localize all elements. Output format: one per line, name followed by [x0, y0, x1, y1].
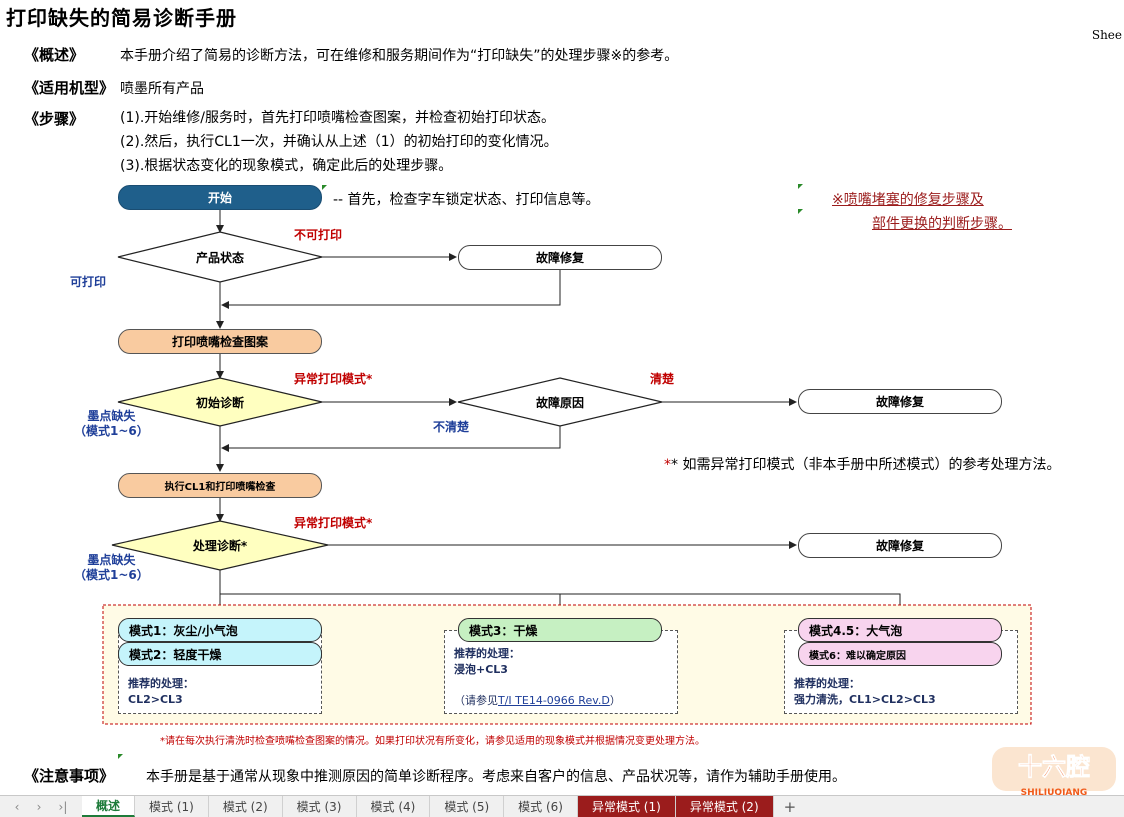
abnormal-pattern-label-2: 异常打印模式*: [294, 516, 373, 530]
add-sheet-icon[interactable]: +: [783, 797, 797, 816]
start-node: 开始: [118, 185, 322, 210]
start-note: -- 首先，检查字车锁定状态、打印信息等。: [333, 192, 600, 208]
mode-group-3-rec: 推荐的处理： 强力清洗，CL1>CL2>CL3: [794, 677, 936, 706]
steps-label: 《步骤》: [24, 110, 85, 128]
dot-missing-label-2: 墨点缺失 （模式1~6）: [74, 553, 149, 582]
logo-text-en: SHILIUQIANG: [1021, 788, 1088, 798]
tab-next-icon[interactable]: ›: [36, 799, 42, 814]
process-diag-label: 处理诊断*: [192, 539, 248, 553]
repair-node-2: 故障修复: [798, 389, 1002, 414]
cause-label: 故障原因: [535, 396, 584, 410]
mode-group-2-rec: 推荐的处理： 浸泡+CL3: [454, 647, 520, 676]
side-note: ※喷嘴堵塞的修复步骤及 部件更换的判断步骤。: [832, 189, 1012, 233]
repair-node-3: 故障修复: [798, 533, 1002, 558]
steps-list: (1).开始维修/服务时，首先打印喷嘴检查图案，并检查初始打印状态。 (2).然…: [120, 106, 558, 178]
tab-navigation: ‹ › ›|: [0, 796, 82, 817]
run-cl1-node: 执行CL1和打印喷嘴检查: [118, 473, 322, 498]
initial-diag-diamond: [117, 377, 323, 427]
tab-mode-5[interactable]: 模式 (5): [430, 796, 505, 817]
tab-mode-4[interactable]: 模式 (4): [357, 796, 431, 817]
models-label: 《适用机型》: [24, 79, 115, 97]
page-title: 打印缺失的简易诊断手册: [6, 6, 237, 30]
tab-abnormal-2[interactable]: 异常模式 (2): [675, 796, 774, 817]
tab-mode-1[interactable]: 模式 (1): [135, 796, 209, 817]
unclear-label: 不清楚: [433, 420, 470, 434]
step-item: (3).根据状态变化的现象模式，确定此后的处理步骤。: [120, 158, 453, 174]
tab-mode-2[interactable]: 模式 (2): [209, 796, 283, 817]
logo-text-cn: 十六腔: [1018, 753, 1090, 781]
abnormal-pattern-label-1: 异常打印模式*: [294, 372, 373, 386]
mode-45-pill: 模式4.5：大气泡: [798, 618, 1002, 642]
overview-text: 本手册介绍了简易的诊断方法，可在维修和服务期间作为“打印缺失”的处理步骤※的参考…: [120, 48, 679, 64]
cannot-print-label: 不可打印: [294, 228, 343, 242]
clear-label: 清楚: [650, 372, 675, 386]
mode-group-1-rec: 推荐的处理： CL2>CL3: [128, 677, 194, 706]
footnote: *请在每次执行清洗时检查喷嘴检查图案的情况。如果打印状况有所变化，请参见适用的现…: [160, 736, 705, 747]
logo-icon: 十六腔 SHILIUQIANG: [992, 747, 1116, 798]
mode-6-pill: 模式6：难以确定原因: [798, 642, 1002, 666]
overview-label: 《概述》: [24, 46, 85, 64]
tab-last-icon[interactable]: ›|: [58, 799, 68, 814]
tab-mode-6[interactable]: 模式 (6): [504, 796, 578, 817]
shiliuqiang-logo: 十六腔 SHILIUQIANG: [990, 745, 1118, 801]
notes-label: 《注意事项》: [24, 767, 115, 785]
step-item: (2).然后，执行CL1一次，并确认从上述（1）的初始打印的变化情况。: [120, 134, 558, 150]
step-item: (1).开始维修/服务时，首先打印喷嘴检查图案，并检查初始打印状态。: [120, 110, 555, 126]
tab-prev-icon[interactable]: ‹: [14, 799, 20, 814]
sheet-label: Shee: [1091, 28, 1122, 42]
mode-2-pill: 模式2：轻度干燥: [118, 642, 322, 666]
initial-diag-label: 初始诊断: [195, 396, 244, 410]
mode-1-pill: 模式1：灰尘/小气泡: [118, 618, 322, 642]
asterisk-note-text: * 如需异常打印模式（非本手册中所述模式）的参考处理方法。: [671, 457, 1061, 473]
notes-text: 本手册是基于通常从现象中推测原因的简单诊断程序。考虑来自客户的信息、产品状况等，…: [146, 769, 846, 785]
tab-abnormal-1[interactable]: 异常模式 (1): [577, 796, 676, 817]
product-state-label: 产品状态: [195, 251, 244, 265]
repair-node-1: 故障修复: [458, 245, 662, 270]
product-state-diamond: [117, 231, 323, 283]
process-diag-diamond: [111, 520, 329, 571]
asterisk-note: ** 如需异常打印模式（非本手册中所述模式）的参考处理方法。: [664, 457, 1061, 473]
tab-overview[interactable]: 概述: [82, 796, 136, 817]
mode-group-2-ref: （请参见T/I TE14-0966 Rev.D）: [454, 694, 621, 707]
mode-3-pill: 模式3：干燥: [458, 618, 662, 642]
side-note-line2: 部件更换的判断步骤。: [872, 216, 1012, 232]
models-text: 喷墨所有产品: [120, 81, 204, 97]
tab-mode-3[interactable]: 模式 (3): [283, 796, 357, 817]
ti-reference-link[interactable]: T/I TE14-0966 Rev.D: [498, 694, 610, 707]
can-print-label: 可打印: [70, 275, 107, 289]
sheet-tab-bar: ‹ › ›| 概述 模式 (1) 模式 (2) 模式 (3) 模式 (4) 模式…: [0, 795, 1124, 817]
dot-missing-label-1: 墨点缺失 （模式1~6）: [74, 409, 149, 438]
nozzle-check-node: 打印喷嘴检查图案: [118, 329, 322, 354]
cause-diamond: [457, 377, 663, 427]
side-note-line1: ※喷嘴堵塞的修复步骤及: [832, 192, 984, 208]
